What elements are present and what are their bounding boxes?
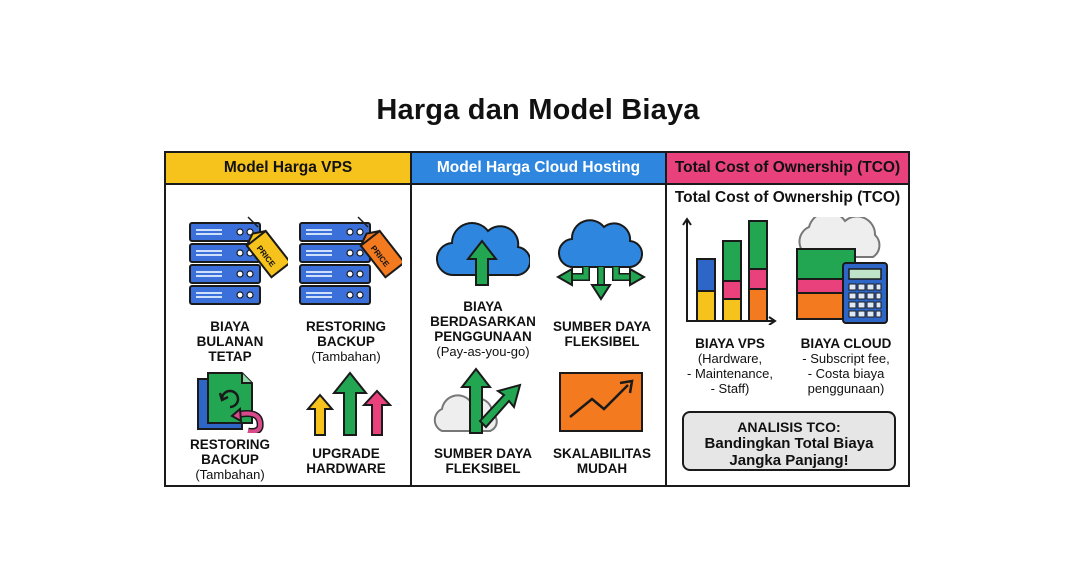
pricing-board: Model Harga VPS bbox=[164, 151, 910, 487]
item-easy-scalability: SKALABILITAS MUDAH bbox=[553, 446, 651, 476]
tco-header: Total Cost of Ownership (TCO) bbox=[667, 153, 908, 185]
server-price-tag-icon: PRICE bbox=[299, 216, 402, 305]
analysis-line-2: Bandingkan Total Biaya bbox=[704, 435, 874, 452]
item-flexible-resources-1: SUMBER DAYA FLEKSIBEL bbox=[552, 319, 652, 349]
vps-pricing-header: Model Harga VPS bbox=[166, 153, 410, 185]
item-flexible-resources-2: SUMBER DAYA FLEKSIBEL bbox=[433, 446, 533, 476]
item-restoring-backup-2: RESTORING BACKUP (Tambahan) bbox=[189, 437, 270, 482]
backup-document-icon bbox=[197, 372, 264, 433]
item-upgrade-hardware: UPGRADE HARDWARE bbox=[306, 446, 386, 476]
tco-subtitle: Total Cost of Ownership (TCO) bbox=[674, 189, 901, 206]
analysis-title: ANALISIS TCO: bbox=[737, 419, 841, 435]
analysis-line-3: Jangka Panjang! bbox=[729, 452, 849, 469]
growth-chart-icon bbox=[559, 372, 643, 432]
item-fixed-monthly: BIAYA BULANAN TETAP bbox=[196, 319, 264, 364]
server-price-tag-icon: PRICE bbox=[189, 216, 288, 305]
tco-column: Total Cost of Ownership (TCO) Total Cost… bbox=[667, 153, 908, 485]
item-cloud-cost: BIAYA CLOUD - Subscript fee, - Costa bia… bbox=[800, 336, 892, 396]
stacked-bar-chart-icon bbox=[682, 217, 777, 325]
item-usage-based: BIAYA BERDASARKAN PENGGUNAAN (Pay-as-you… bbox=[430, 299, 536, 359]
item-vps-cost: BIAYA VPS (Hardware, - Maintenance, - St… bbox=[687, 336, 773, 396]
item-restoring-backup-1: RESTORING BACKUP (Tambahan) bbox=[305, 319, 386, 364]
page-title: Harga dan Model Biaya bbox=[376, 94, 700, 126]
cloud-upload-icon bbox=[436, 222, 530, 286]
tco-analysis-box: ANALISIS TCO: Bandingkan Total Biaya Jan… bbox=[682, 411, 896, 471]
vps-pricing-column: Model Harga VPS bbox=[166, 153, 412, 485]
upgrade-arrows-icon bbox=[305, 371, 392, 436]
cloud-branch-arrows-icon bbox=[433, 367, 522, 434]
cloud-pricing-header: Model Harga Cloud Hosting bbox=[412, 153, 665, 185]
cloud-calculator-icon bbox=[796, 217, 888, 324]
cloud-pricing-column: Model Harga Cloud Hosting BIAYA BERDASAR… bbox=[412, 153, 667, 485]
cloud-distribute-icon bbox=[556, 219, 646, 301]
